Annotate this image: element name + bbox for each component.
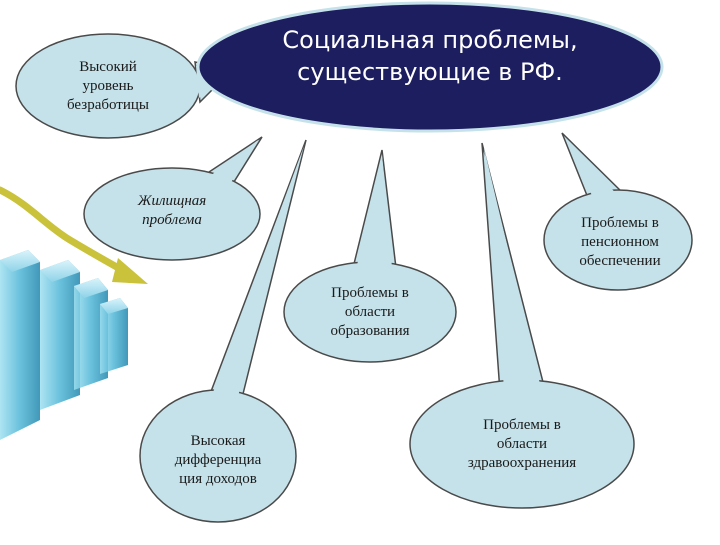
bar-chart-arrow-graphic [0, 186, 148, 440]
bubble-pension-shape [543, 132, 693, 291]
bubble-line: проблема [142, 212, 202, 228]
bubble-line: Высокий [79, 59, 137, 75]
bubble-line: области [496, 436, 548, 452]
bubble-pension: Проблемы в пенсионном обеспечении [558, 214, 682, 271]
bubble-line: ция доходов [179, 471, 257, 487]
bubble-line: области [344, 304, 396, 320]
bubble-line: образования [330, 323, 410, 339]
bubble-line: уровень [82, 78, 134, 94]
page-title: Социальная проблемы, существующие в РФ. [230, 24, 630, 88]
bubble-line: Проблемы в [581, 215, 659, 231]
bubble-education-shape [283, 149, 457, 363]
bubble-income-shape [139, 139, 307, 523]
title-line-2: существующие в РФ. [297, 58, 563, 86]
bubble-income: Высокая дифференциа ция доходов [154, 432, 282, 489]
bubble-line: Проблемы в [331, 285, 409, 301]
bubble-line: здравоохранения [467, 455, 577, 471]
bubble-line: Жилищная [137, 193, 207, 209]
bubble-line: Высокая [190, 433, 246, 449]
bubble-housing-shape [83, 136, 263, 261]
title-line-1: Социальная проблемы, [282, 26, 578, 54]
bubble-housing: Жилищная проблема [100, 192, 244, 230]
bubble-line: пенсионном [581, 234, 659, 250]
title-ellipse [196, 1, 664, 133]
bubble-unemployment: Высокий уровень безработицы [38, 58, 178, 115]
bubble-health-shape [409, 142, 635, 509]
bubble-line: безработицы [67, 97, 149, 113]
bubble-line: Проблемы в [483, 417, 561, 433]
bubble-line: дифференциа [174, 452, 262, 468]
bubble-education: Проблемы в области образования [300, 284, 440, 341]
bubble-line: обеспечении [579, 253, 661, 269]
bubble-health: Проблемы в области здравоохранения [432, 416, 612, 473]
